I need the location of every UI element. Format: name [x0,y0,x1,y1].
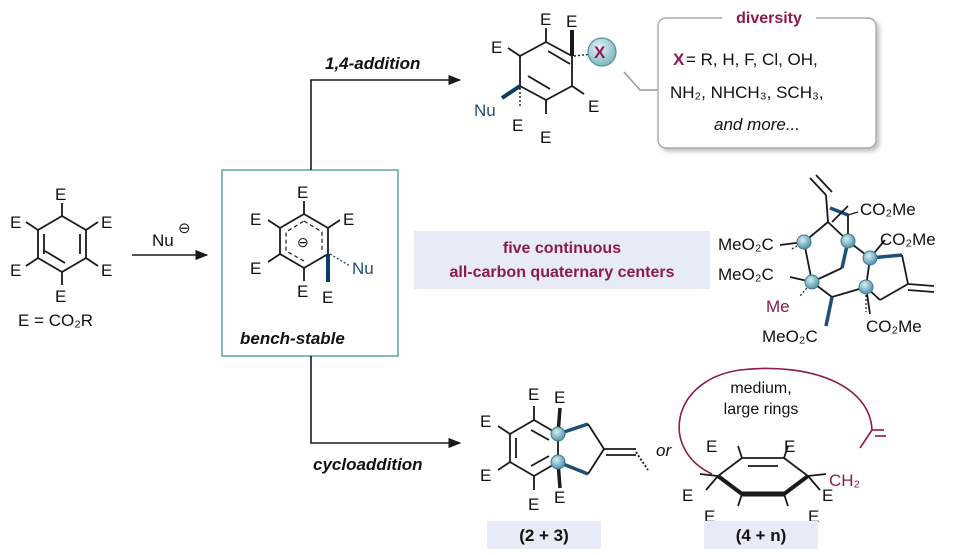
atom-e: E [706,437,717,456]
cycloadduct-4-n: medium, large rings E E E E E E CH₂ (4 +… [678,367,886,549]
atom-e: E [554,488,565,507]
atom-e: E [566,12,577,31]
addition-product: X E E E E E E Nu [474,10,617,147]
ester-label: MeO₂C [718,265,774,284]
atom-e: E [540,128,551,147]
intermediate-box: ⊖ E E E E E E Nu bench-stable [221,169,399,357]
ring-label-2: large rings [724,401,799,418]
ester-label: CO₂Me [860,200,916,219]
atom-e: E [55,287,66,306]
ester-label: CO₂Me [880,230,936,249]
nucleophile-label: Nu [474,101,496,120]
ester-label: CO₂Me [866,317,922,336]
ester-definition: E = CO₂R [18,311,93,330]
quaternary-line-1: five continuous [503,240,621,257]
nucleophile-label: Nu [352,259,374,278]
quaternary-label: five continuous all-carbon quaternary ce… [414,231,710,289]
atom-e: E [540,10,551,29]
bench-stable-caption: bench-stable [240,329,345,348]
callout-connector [623,71,658,91]
nucleophile-arrow: Nu ⊖ [132,220,209,261]
diversity-line-2: NH₂, NHCH₃, SCH₃, [670,83,824,102]
atom-e: E [491,38,502,57]
quaternary-line-2: all-carbon quaternary centers [450,264,675,281]
cycloadduct-2-3: E E E E E E or (2 + 3) [480,385,672,549]
atom-e: E [343,210,354,229]
atom-e: E [10,261,21,280]
diversity-box: diversity X = R, H, F, Cl, OH, NH₂, NHCH… [657,8,877,149]
atom-e: E [250,210,261,229]
branch-arrows: 1,4-addition cycloaddition [310,54,462,474]
atom-e: E [55,185,66,204]
diversity-title: diversity [736,10,802,27]
ring-label-1: medium, [730,380,791,397]
atom-e: E [101,261,112,280]
polycyclic-product: CO₂Me MeO₂C CO₂Me MeO₂C Me CO₂Me MeO₂C [718,174,936,346]
atom-e: E [682,486,693,505]
atom-e: E [322,288,333,307]
atom-e: E [822,486,833,505]
atom-e: E [528,385,539,404]
diversity-x: X [673,50,685,69]
methyl-label: Me [766,297,790,316]
atom-e: E [480,412,491,431]
atom-e: E [101,213,112,232]
atom-e: E [704,507,715,526]
cycloaddition-label: cycloaddition [313,455,423,474]
atom-e: E [250,259,261,278]
or-label: or [656,441,672,460]
diversity-line-1: = R, H, F, Cl, OH, [686,50,818,69]
nucleophile-label: Nu [152,231,174,250]
atom-e: E [297,282,308,301]
atom-e: E [808,507,819,526]
negative-charge-icon: ⊖ [178,220,191,237]
product-label-4-n: (4 + n) [736,526,787,545]
atom-e: E [512,116,523,135]
addition-label: 1,4-addition [325,54,420,73]
substituent-x: X [594,43,606,62]
atom-e: E [554,388,565,407]
starting-arene: E E E E E E E = CO₂R [10,185,112,330]
ester-label: MeO₂C [762,327,818,346]
atom-e: E [784,437,795,456]
ch2-label: CH₂ [829,471,860,490]
ester-label: MeO₂C [718,235,774,254]
atom-e: E [10,213,21,232]
atom-e: E [480,466,491,485]
product-label-2-3: (2 + 3) [519,526,569,545]
diversity-line-3: and more... [714,115,800,134]
atom-e: E [297,183,308,202]
atom-e: E [588,97,599,116]
negative-charge-icon: ⊖ [297,234,309,250]
atom-e: E [528,495,539,514]
